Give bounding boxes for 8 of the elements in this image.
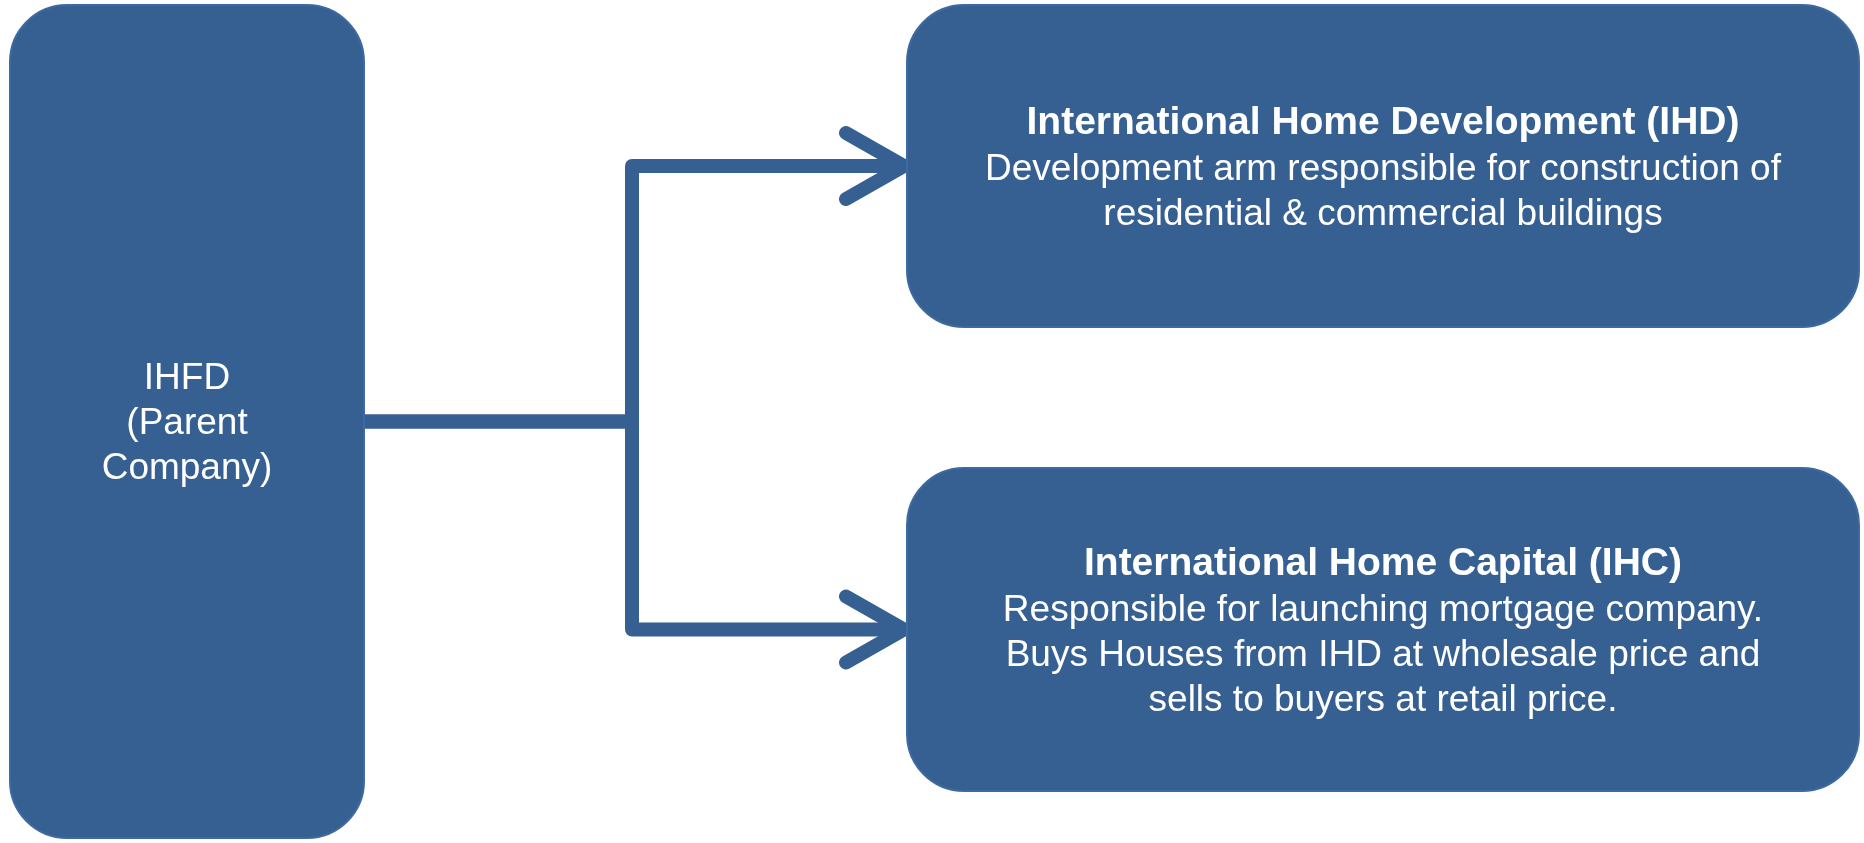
box-text: IHFD (Parent Company)	[100, 354, 274, 490]
box-heading: International Home Capital (IHC)	[1083, 539, 1682, 585]
box-text: Responsible for launching mortgage company. Buys Houses from IHD at wholesale price and sells to buyers at retail price.	[1001, 586, 1765, 721]
rounded-box	[906, 4, 1860, 328]
box-text: Development arm responsible for construction of residential & commercial buildings	[984, 145, 1782, 235]
rounded-box	[9, 4, 365, 839]
rounded-box	[906, 467, 1860, 792]
box-heading: International Home Development (IHD)	[1026, 98, 1740, 145]
